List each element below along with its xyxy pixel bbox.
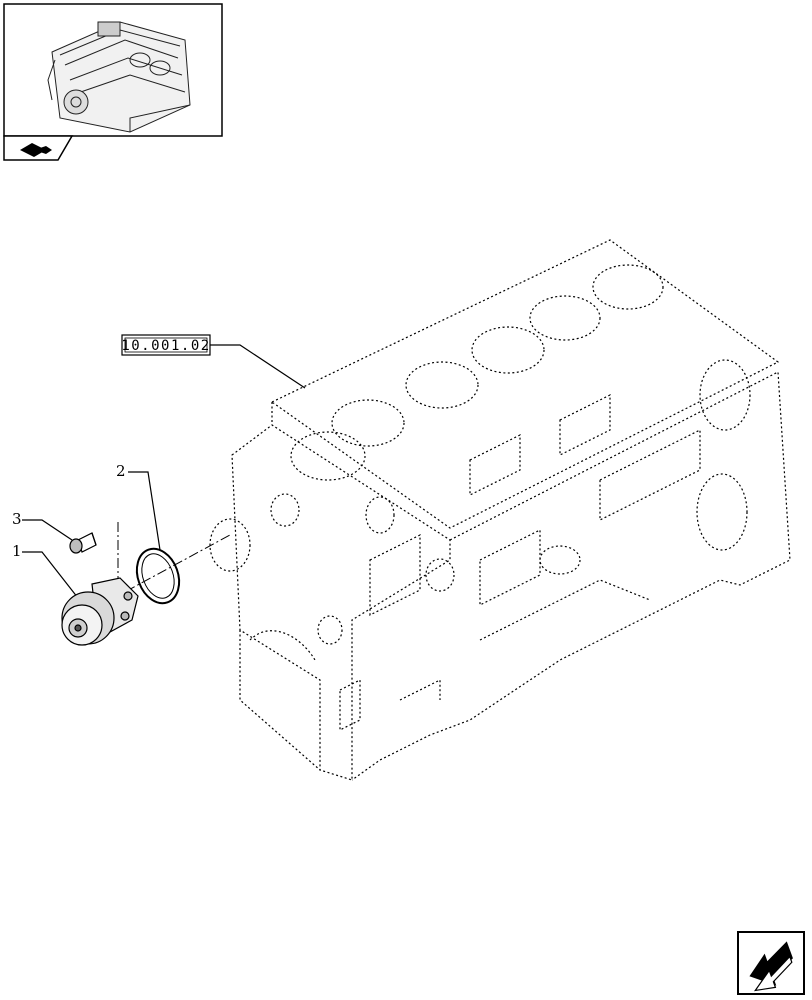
catalog-tab[interactable] [3,135,74,161]
reference-label: 10.001.02 [121,338,210,354]
callout-3-leader [22,519,73,541]
callout-3[interactable]: 3 [12,510,73,541]
callout-3-number: 3 [12,510,22,528]
callout-1-leader [22,551,79,599]
o-ring-part [135,547,181,605]
engine-thumbnail-icon [47,21,191,133]
engine-block [209,239,791,781]
reference-leader-line [210,344,306,389]
engine-thumbnail[interactable] [3,3,223,137]
book-icon [20,143,52,157]
next-page-arrow-icon [749,941,793,992]
callout-1[interactable]: 1 [12,542,79,599]
reference-box[interactable]: 10.001.02 [121,334,211,356]
callout-2-leader [128,471,161,551]
callout-2-number: 2 [116,462,126,480]
callout-1-number: 1 [12,542,22,560]
callout-2[interactable]: 2 [116,462,161,551]
bolt-part [69,532,97,554]
water-pump-part [61,577,139,646]
next-page-button[interactable] [737,931,805,995]
